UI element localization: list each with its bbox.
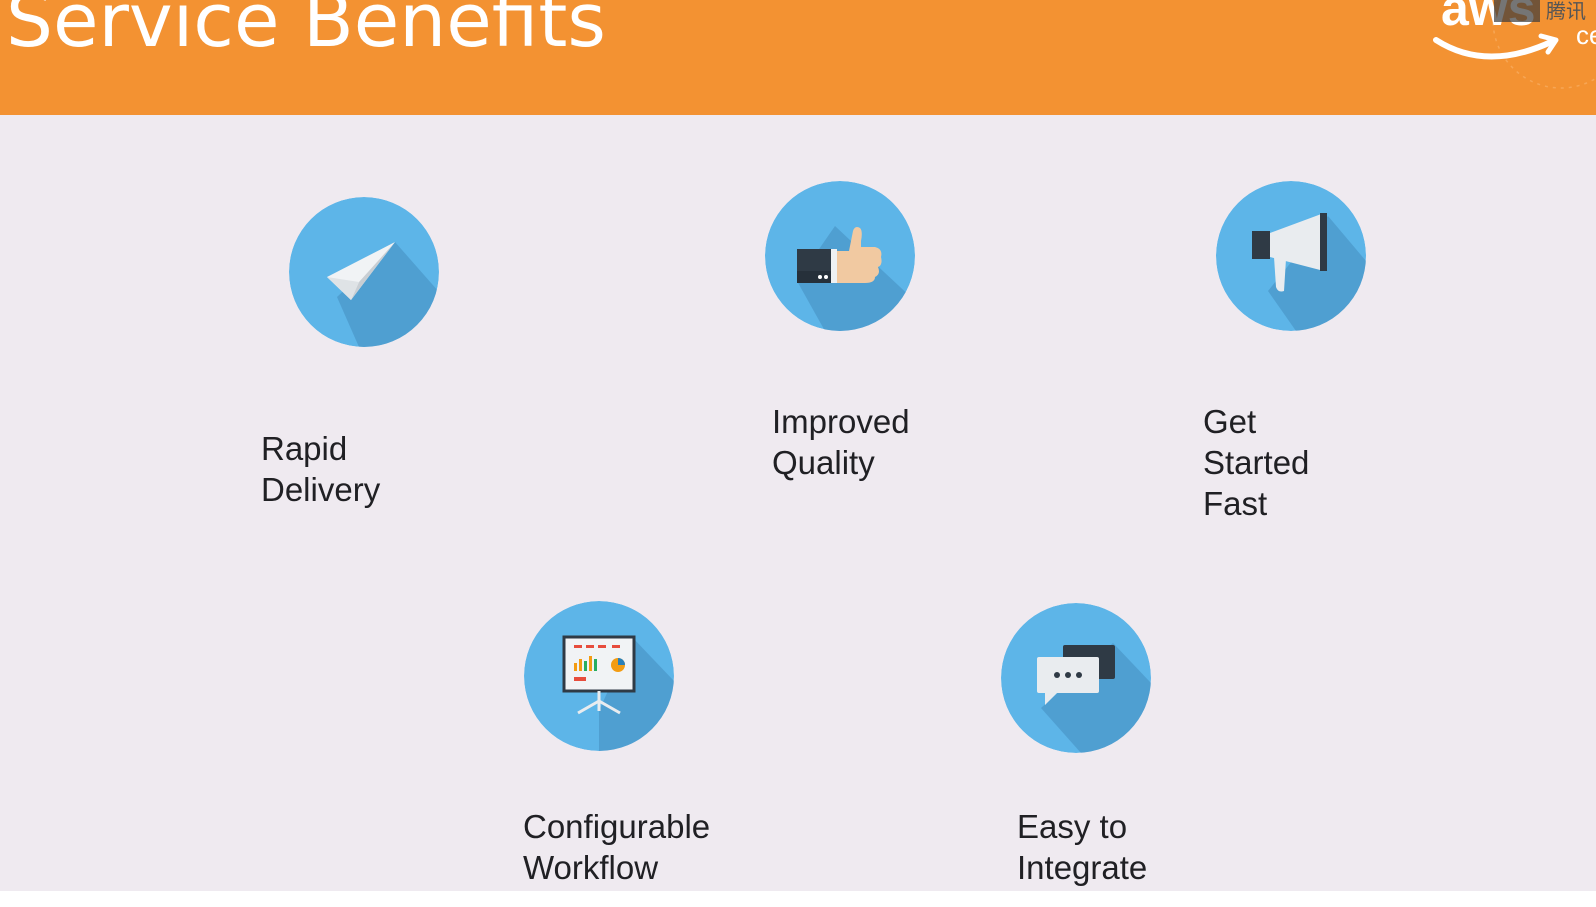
presentation-board-icon (524, 601, 674, 751)
benefit-label-line: Fast (1203, 485, 1268, 522)
logo-tail-text: ce (1576, 20, 1596, 50)
slide-title: Service Benefits (6, 0, 606, 64)
benefit-label-line: Easy to (1017, 808, 1128, 845)
overlay-text: 腾讯 (1546, 0, 1586, 23)
benefit-label-line: Workflow (523, 849, 659, 886)
benefit-label: Rapid Delivery (261, 428, 380, 510)
benefit-label-line: Improved (772, 403, 910, 440)
benefit-label: Get Started Fast (1203, 401, 1309, 524)
benefit-label-line: Rapid Delivery (261, 430, 381, 508)
benefit-label: Improved Quality (772, 401, 910, 483)
bottom-strip (0, 891, 1596, 907)
megaphone-icon (1216, 181, 1366, 331)
benefit-label-line: Get Started (1203, 403, 1310, 481)
benefit-label-line: Integrate (1017, 849, 1148, 886)
benefit-label-line: Quality (772, 444, 875, 481)
slide-header: Service Benefits aws ce 腾讯 (0, 0, 1596, 115)
thumbs-up-icon (765, 181, 915, 331)
chat-bubbles-icon (1001, 603, 1151, 753)
benefit-label-line: Configurable (523, 808, 711, 845)
paper-plane-icon (289, 197, 439, 347)
benefit-label: Easy to Integrate (1017, 806, 1147, 888)
video-overlay-mark (1494, 0, 1540, 22)
aws-logo: aws ce 腾讯 (1386, 0, 1596, 100)
benefit-label: Configurable Workflow (523, 806, 710, 888)
